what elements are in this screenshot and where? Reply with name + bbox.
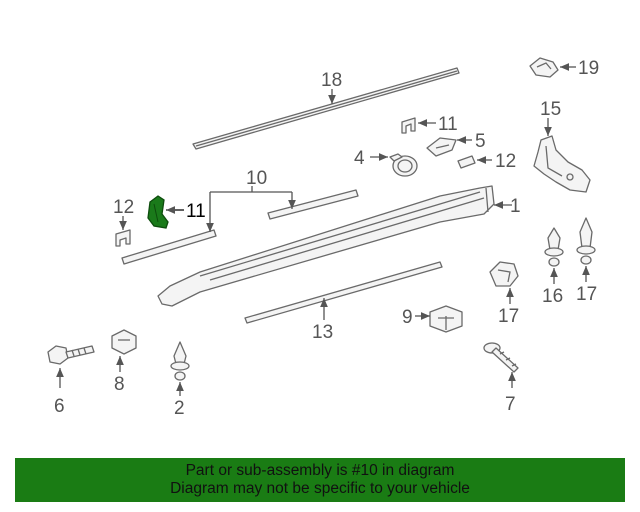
part-8-clip xyxy=(429,305,463,333)
callout-19[interactable]: 19 xyxy=(578,58,599,79)
callout-18[interactable]: 17 xyxy=(498,306,519,327)
part-1-rocker-panel xyxy=(157,185,495,307)
callout-16[interactable]: 16 xyxy=(542,286,563,307)
part-11-clip-upper xyxy=(401,117,416,134)
part-5-bolt xyxy=(47,345,95,365)
callout-9[interactable]: 10 xyxy=(246,168,267,189)
part-2-fastener xyxy=(170,341,190,381)
callout-7[interactable]: 8 xyxy=(114,374,125,395)
callout-12[interactable]: 12 xyxy=(495,151,516,172)
callout-3[interactable]: 4 xyxy=(354,148,365,169)
part-12-strip xyxy=(457,155,476,169)
part-10-highlighted[interactable] xyxy=(147,195,169,229)
part-19-clip xyxy=(529,57,559,78)
callout-15[interactable]: 15 xyxy=(540,99,561,120)
part-15-bracket xyxy=(533,135,591,193)
callout-8[interactable]: 9 xyxy=(402,307,413,328)
part-17-fastener xyxy=(576,217,596,265)
callout-11-lower[interactable]: 12 xyxy=(113,197,134,218)
part-4 xyxy=(426,137,457,157)
part-13-lower-moulding xyxy=(244,261,443,324)
callout-13[interactable]: 13 xyxy=(312,322,333,343)
banner-line-2: Diagram may not be specific to your vehi… xyxy=(170,480,470,497)
callout-2[interactable]: 2 xyxy=(174,398,185,419)
callout-14[interactable]: 18 xyxy=(321,70,342,91)
callout-6[interactable]: 7 xyxy=(505,394,516,415)
part-18-clip xyxy=(489,261,519,287)
part-7-grommet xyxy=(111,329,137,355)
part-9-moulding-rear xyxy=(267,189,359,220)
part-11-clip-lower xyxy=(115,229,131,247)
part-16-fastener xyxy=(544,227,564,267)
part-6-screw xyxy=(483,342,519,373)
callout-1[interactable]: 1 xyxy=(510,196,521,217)
callout-10[interactable]: 11 xyxy=(186,201,206,222)
callout-11-upper[interactable]: 11 xyxy=(438,114,458,135)
part-9-moulding-front xyxy=(121,229,217,265)
banner-line-1: Part or sub-assembly is #10 in diagram xyxy=(185,462,455,479)
part-14-upper-moulding xyxy=(192,67,460,150)
info-banner: Part or sub-assembly is #10 in diagram D… xyxy=(15,458,625,502)
callout-4[interactable]: 5 xyxy=(475,131,486,152)
callout-17[interactable]: 17 xyxy=(576,284,597,305)
part-3-plug xyxy=(389,153,418,177)
callout-5[interactable]: 6 xyxy=(54,396,65,417)
